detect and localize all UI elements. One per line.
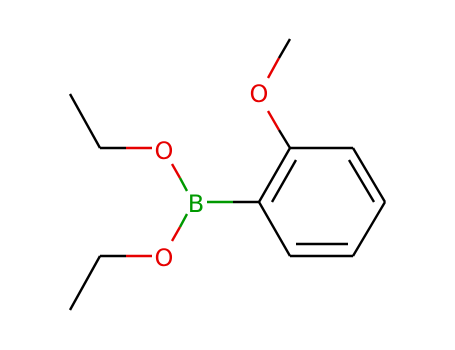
ring-bond-c3-c4-inner: [347, 159, 376, 203]
ring-bond-c6-c1: [257, 201, 292, 257]
atom-o-methoxy: O: [250, 80, 269, 108]
atom-o-ethoxy-bottom: O: [155, 244, 174, 272]
bond-ethyl-top-ch3-ch2: [68, 93, 102, 149]
ring-bond-c1-c2-inner: [270, 159, 298, 203]
bond-o-top-b-green: [178, 177, 189, 192]
bond-o-methoxy-ch3-red: [266, 57, 281, 79]
ring-bond-c4-c5: [351, 201, 387, 257]
bond-ring-o-methoxy-red: [266, 110, 281, 131]
bond-ring-o-methoxy-black: [277, 129, 292, 149]
atom-boron: B: [188, 190, 204, 218]
bond-o-methoxy-ch3-black: [277, 38, 292, 59]
bond-ethyl-bottom-ch2-ch3: [68, 255, 102, 311]
ring-bond-c3-c4: [351, 147, 387, 203]
bond-o-top-b-red: [170, 163, 182, 179]
ring-bond-c1-c2: [257, 147, 292, 203]
bond-b-o-bottom-red: [170, 226, 182, 242]
bond-b-o-bottom-green: [178, 213, 189, 228]
atom-o-ethoxy-top: O: [155, 137, 174, 165]
